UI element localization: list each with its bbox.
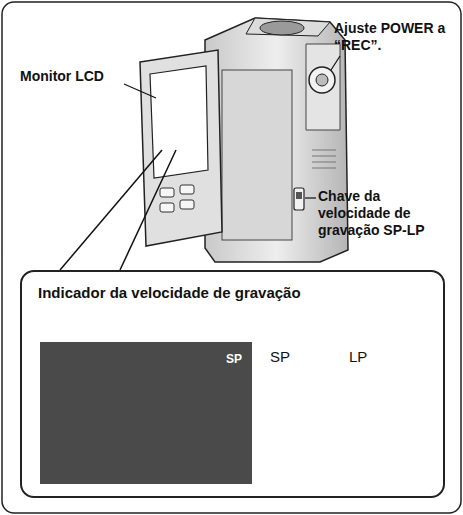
speed-indicator: SP — [226, 352, 242, 366]
callout-box: Indicador da velocidade de gravaçãoSP — [20, 270, 445, 498]
lens — [260, 21, 304, 35]
lcd-panel — [140, 50, 222, 246]
speed-switch — [294, 188, 304, 210]
screen-display: SP — [40, 342, 252, 484]
power-knob — [309, 67, 335, 93]
speed-label: LP — [349, 348, 379, 365]
speed-label: SP — [270, 348, 300, 365]
callout-heading: Indicador da velocidade de gravação — [38, 284, 301, 302]
part-label: Chave da velocidade de gravação SP-LP — [318, 188, 442, 239]
part-label: Monitor LCD — [20, 68, 130, 85]
lcd-screen — [150, 66, 208, 178]
part-label: Ajuste POWER a “REC”. — [334, 20, 458, 54]
